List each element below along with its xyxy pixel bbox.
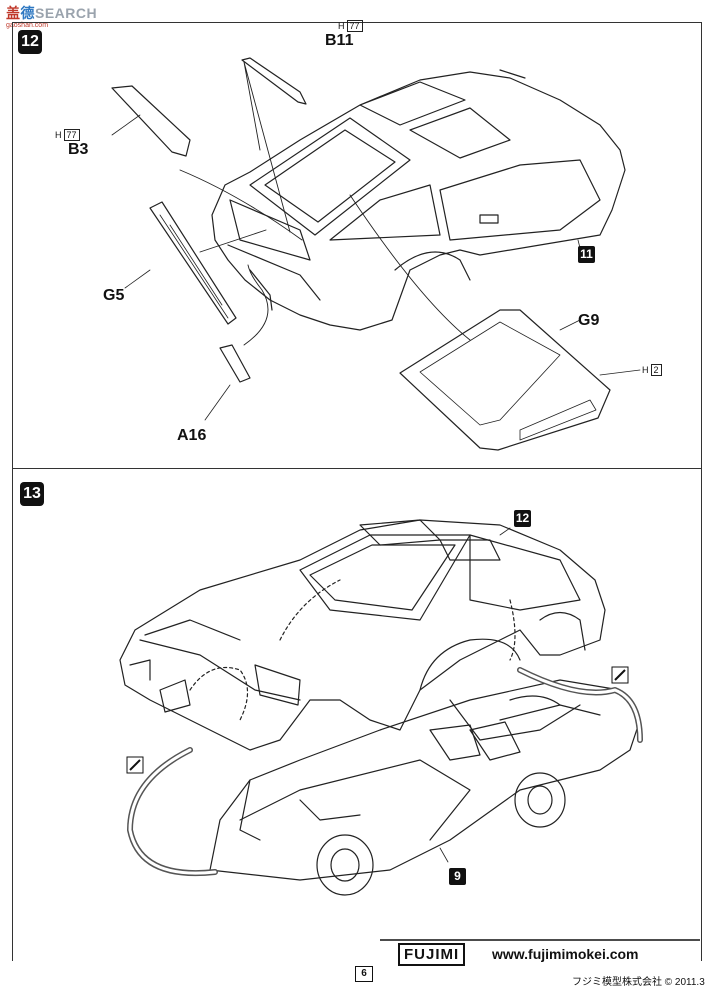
b11-h-prefix: H	[338, 21, 345, 31]
step-13-number: 13	[20, 482, 44, 506]
footer-url[interactable]: www.fujimimokei.com	[492, 946, 639, 962]
part-a16	[219, 344, 251, 383]
g9-code: 2	[650, 364, 662, 376]
label-b3: B3	[68, 141, 89, 158]
label-b11: B11	[325, 32, 354, 49]
tape-icon-rear	[611, 666, 629, 684]
watermark: 盖德SEARCH	[6, 3, 97, 23]
part-b11	[241, 57, 307, 105]
b11-code: 77	[346, 20, 363, 32]
step-12-number: 12	[18, 30, 42, 54]
b3-code: 77	[63, 129, 80, 141]
car-body-full-view	[119, 519, 606, 751]
watermark-text: SEARCH	[35, 5, 98, 21]
chassis-assembly	[209, 679, 641, 896]
watermark-char-2: 德	[20, 5, 35, 21]
step-ref-9: 9	[449, 868, 466, 885]
label-g5: G5	[103, 287, 125, 304]
b3-h-prefix: H	[55, 130, 62, 140]
part-b3	[111, 85, 191, 157]
car-body-rear-view	[211, 69, 626, 331]
part-g5	[149, 201, 237, 325]
tape-icon-front	[126, 756, 144, 774]
page-number: 6	[355, 966, 373, 982]
label-a16: A16	[177, 427, 207, 444]
step-ref-12: 12	[514, 510, 531, 527]
g9-h-prefix: H	[642, 365, 649, 375]
watermark-char-1: 盖	[6, 5, 21, 21]
label-g9: G9	[578, 312, 600, 329]
step-13-panel	[12, 468, 702, 961]
fujimi-logo: FUJIMI	[398, 943, 466, 966]
step-12-panel	[12, 22, 702, 469]
step-ref-11: 11	[578, 246, 595, 263]
part-g9	[399, 309, 611, 451]
watermark-sub: gaoshan.com	[6, 22, 49, 29]
copyright: フジミ模型株式会社 © 2011.3	[572, 977, 705, 988]
